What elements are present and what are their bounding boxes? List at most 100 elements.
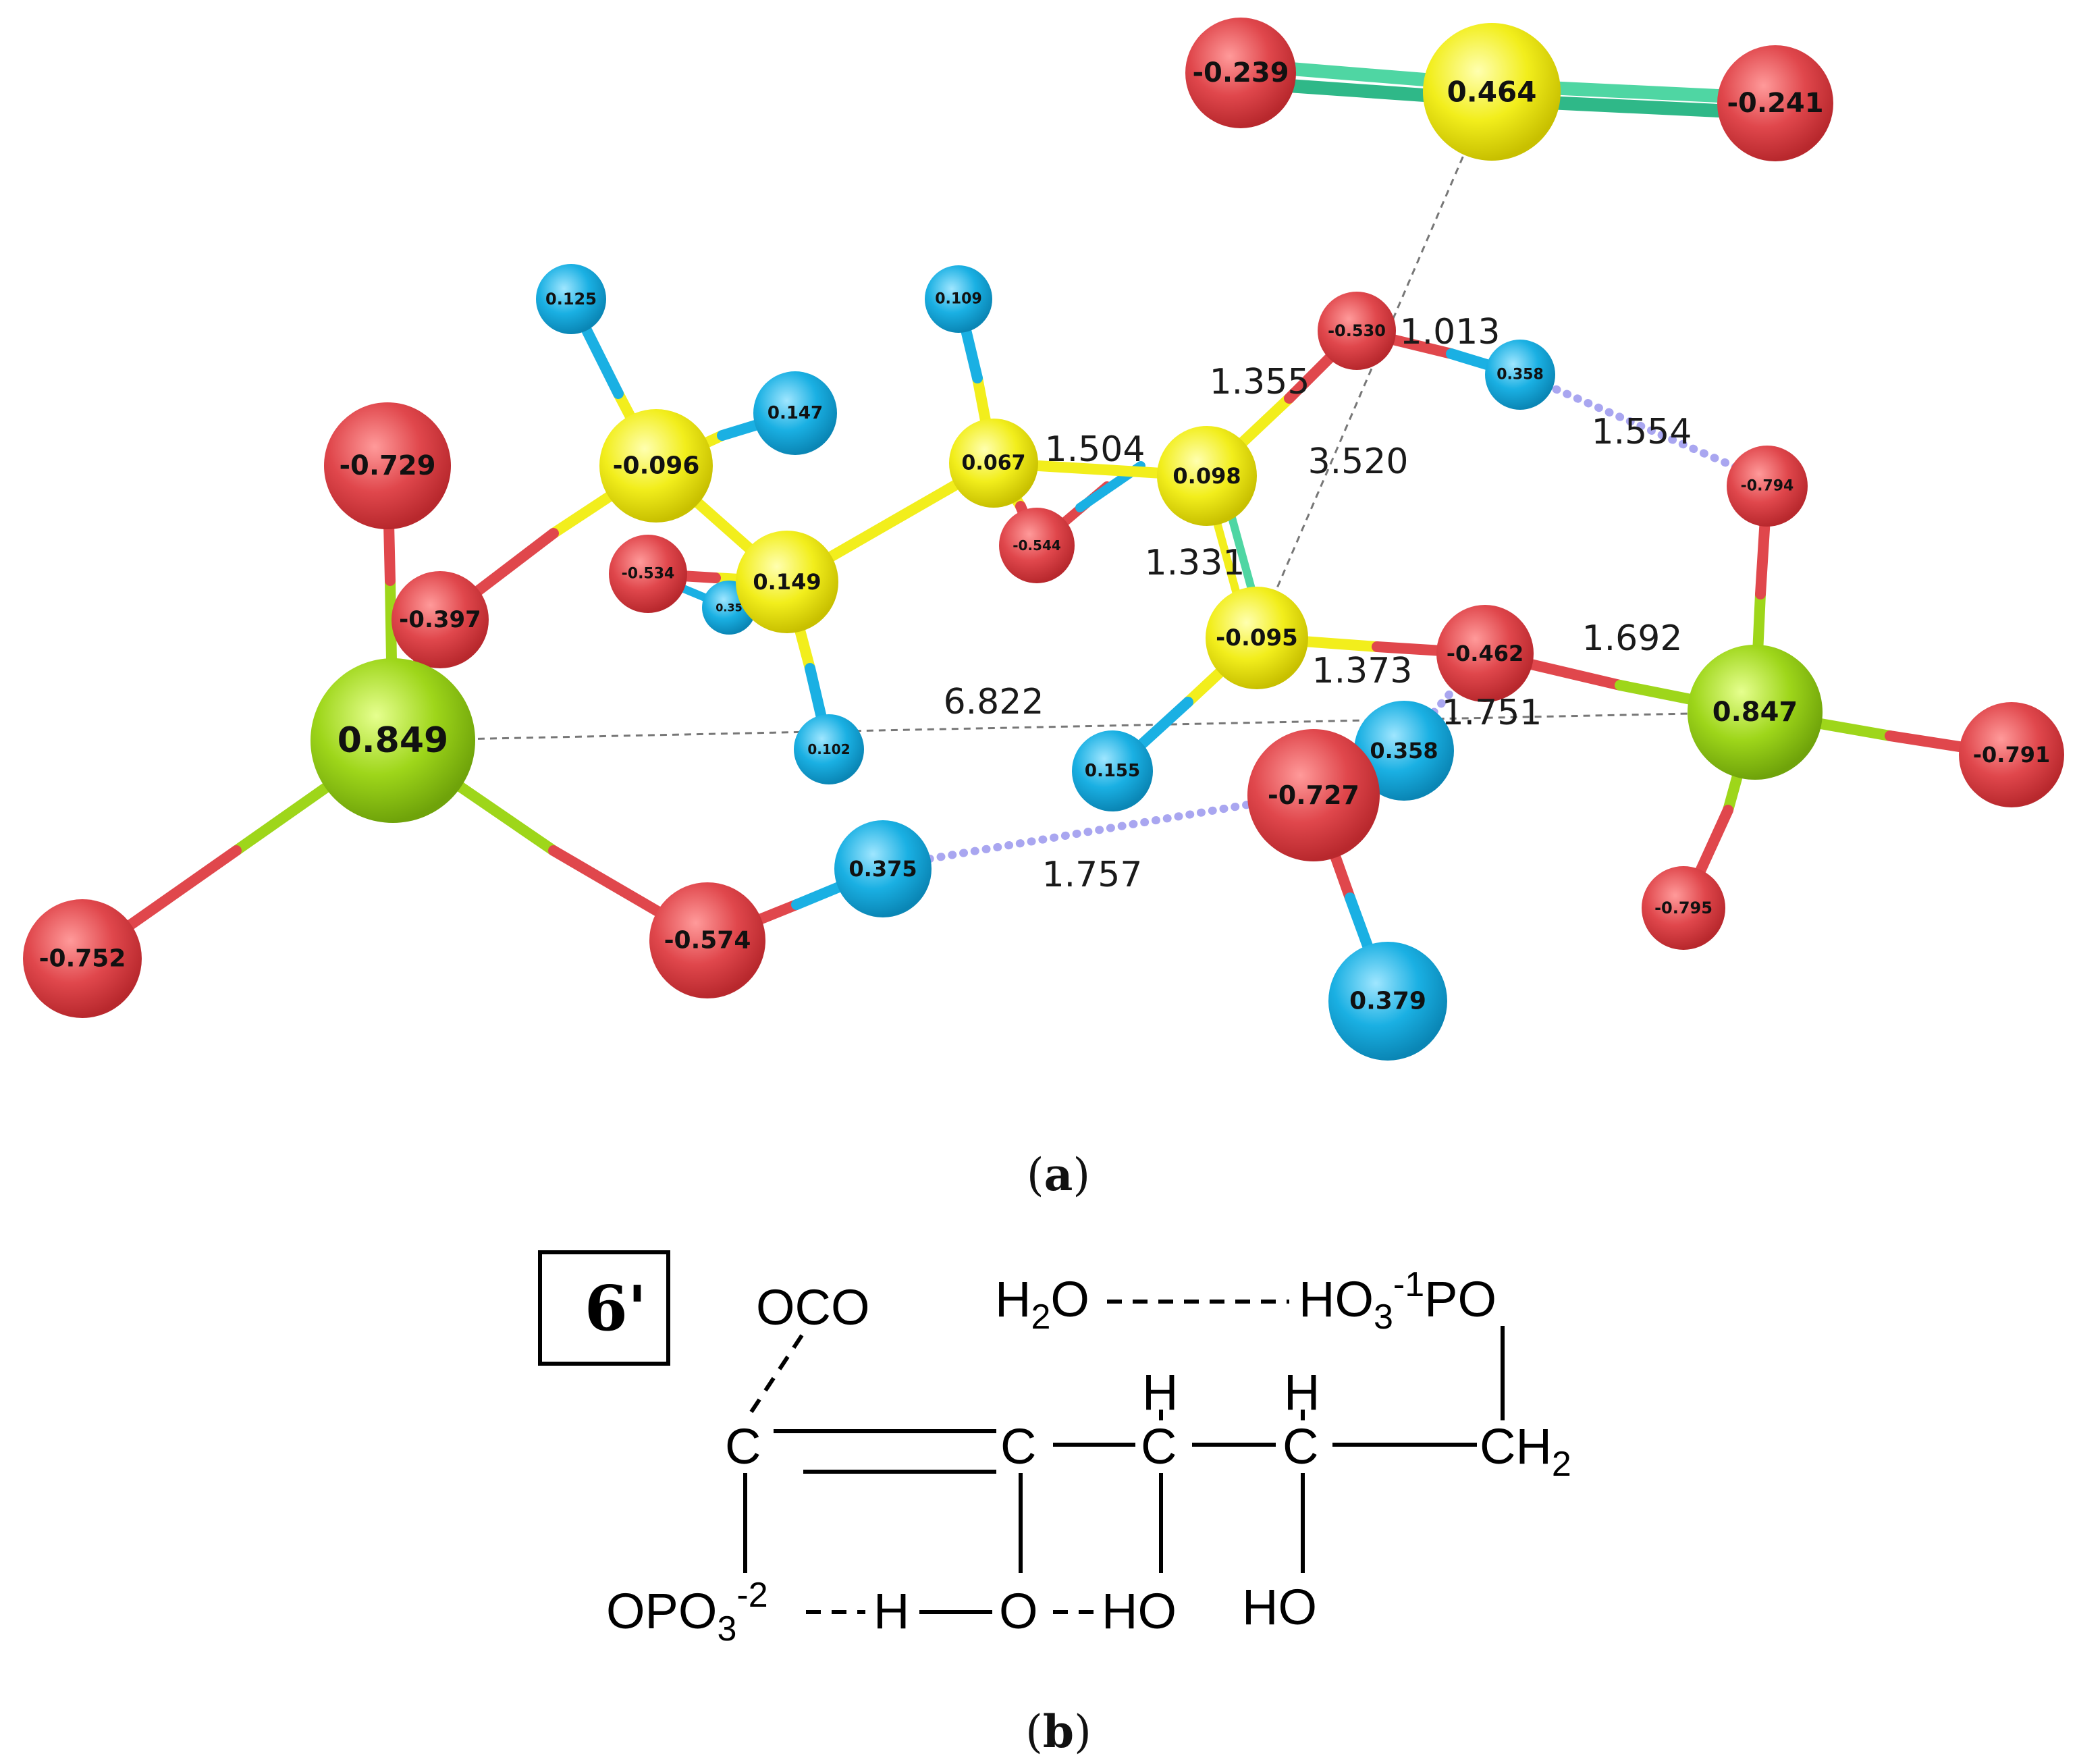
- atom-h-109: 0.109: [925, 265, 992, 333]
- distance-label-1331: 1.331: [1145, 543, 1245, 583]
- atom-o-729: -0.729: [324, 402, 451, 529]
- atom-o-791: -0.791: [1959, 702, 2064, 807]
- atom-sphere: [1423, 23, 1561, 161]
- atom-charge-label: 0.35: [716, 602, 742, 614]
- atom-sphere: [1642, 866, 1725, 950]
- atom-sphere: [999, 508, 1075, 583]
- atom-c-095: -0.095: [1206, 587, 1308, 689]
- atom-sphere: [1072, 730, 1153, 811]
- atom-o-544: -0.544: [999, 508, 1075, 583]
- atom-charge-label: -0.794: [1741, 478, 1794, 495]
- atom-charge-label: -0.574: [664, 927, 751, 955]
- atom-h3: H: [1142, 1364, 1178, 1420]
- distance-line-3520: [1254, 89, 1493, 639]
- atom-h-358a: 0.358: [1485, 340, 1555, 410]
- atom-charge-label: 0.098: [1172, 463, 1241, 489]
- atom-charge-label: 0.125: [545, 290, 597, 309]
- atom-charge-label: 0.379: [1349, 988, 1426, 1015]
- atom-charge-label: 0.102: [807, 741, 850, 757]
- atom-o-795: -0.795: [1642, 866, 1725, 950]
- atom-c-098: 0.098: [1157, 426, 1257, 526]
- atom-sphere: [1354, 701, 1454, 801]
- atom-charge-label: -0.795: [1654, 899, 1712, 917]
- atom-sphere: [649, 882, 765, 998]
- distance-label-1013: 1.013: [1400, 312, 1501, 352]
- bond-c1-oco: [747, 1334, 804, 1416]
- atom-c1: C: [725, 1418, 761, 1474]
- atom-p-849: 0.849: [311, 658, 475, 823]
- atom-c-096: -0.096: [599, 409, 713, 523]
- distance-label-3520: 3.520: [1308, 442, 1409, 482]
- atom-p-847: 0.847: [1688, 645, 1823, 780]
- atom-charge-label: -0.095: [1216, 624, 1298, 651]
- atom-sphere: [834, 820, 932, 917]
- atom-sphere: [311, 658, 475, 823]
- atom-charge-label: 0.849: [338, 720, 448, 761]
- group-water: H2O: [995, 1271, 1089, 1337]
- atom-charge-label: -0.096: [613, 452, 700, 480]
- atom-o-574: -0.574: [649, 882, 765, 998]
- distance-label-1751: 1.751: [1442, 693, 1542, 733]
- atom-charge-label: -0.534: [622, 566, 675, 583]
- atom-charge-label: 0.155: [1085, 761, 1140, 781]
- atom-sphere: [1328, 942, 1447, 1061]
- atom-h-bridge: H: [873, 1583, 909, 1639]
- atom-sphere: [949, 419, 1038, 508]
- atom-sphere: [1436, 605, 1534, 702]
- group-ch2: CH2: [1480, 1418, 1571, 1484]
- caption-b: (b): [1025, 1705, 1091, 1758]
- atom-sphere: [794, 714, 864, 784]
- group-ho-a: HO: [1102, 1583, 1177, 1639]
- distance-label-1504: 1.504: [1045, 429, 1145, 470]
- group-opo3: OPO3-2: [606, 1576, 768, 1649]
- atom-sphere: [599, 409, 713, 523]
- atom-sphere: [1717, 45, 1833, 161]
- atom-h-125: 0.125: [536, 264, 606, 334]
- distance-label-1554: 1.554: [1592, 412, 1692, 452]
- distance-line-6822: [392, 711, 1756, 742]
- atom-co2-o2: -0.241: [1717, 45, 1833, 161]
- atom-h-102: 0.102: [794, 714, 864, 784]
- atom-charge-label: -0.791: [1973, 742, 2051, 768]
- atom-charge-label: -0.544: [1013, 537, 1061, 554]
- atom-sphere: [925, 265, 992, 333]
- atom-sphere: [536, 264, 606, 334]
- structure-label-box: [538, 1250, 670, 1366]
- atom-sphere: [324, 402, 451, 529]
- atom-co2-c: 0.464: [1423, 23, 1561, 161]
- atom-charge-label: -0.462: [1447, 641, 1524, 666]
- atom-charge-label: 0.847: [1712, 697, 1798, 728]
- atom-charge-label: 0.358: [1496, 367, 1544, 383]
- distance-label-1692: 1.692: [1582, 618, 1683, 659]
- panel-b-structural-formula: 6' OCO H2O HO3-1PO C C C C H H CH2 OPO3-…: [538, 1250, 1571, 1649]
- atom-sphere: [1727, 446, 1808, 527]
- atom-charge-label: 0.358: [1370, 738, 1438, 764]
- atom-sphere: [1959, 702, 2064, 807]
- atom-sphere: [1318, 292, 1396, 370]
- distance-label-1757: 1.757: [1042, 855, 1143, 895]
- atom-sphere: [1485, 340, 1555, 410]
- atom-charge-label: -0.397: [399, 606, 481, 633]
- atom-charge-label: -0.727: [1268, 780, 1359, 810]
- atom-o-ring: O: [999, 1583, 1038, 1639]
- atom-c4: C: [1283, 1418, 1318, 1474]
- atom-charge-label: 0.109: [935, 291, 982, 308]
- caption-a: (a): [1027, 1148, 1090, 1201]
- hbond-1554: [1542, 381, 1752, 477]
- atom-o-794: -0.794: [1727, 446, 1808, 527]
- atom-o-397: -0.397: [392, 571, 489, 668]
- atom-charge-label: -0.729: [339, 450, 435, 481]
- atom-sphere: [753, 371, 837, 455]
- atom-c-149: 0.149: [736, 531, 838, 633]
- atom-charge-label: -0.530: [1328, 321, 1386, 340]
- atom-sphere: [736, 531, 838, 633]
- atom-sphere: [1206, 587, 1308, 689]
- atom-sphere: [1185, 18, 1296, 128]
- atom-charge-label: -0.239: [1192, 57, 1289, 88]
- atom-charge-label: 0.375: [848, 856, 917, 882]
- atom-charge-label: 0.464: [1447, 76, 1537, 109]
- atom-o-752: -0.752: [23, 899, 142, 1018]
- atom-sphere: [1247, 729, 1380, 861]
